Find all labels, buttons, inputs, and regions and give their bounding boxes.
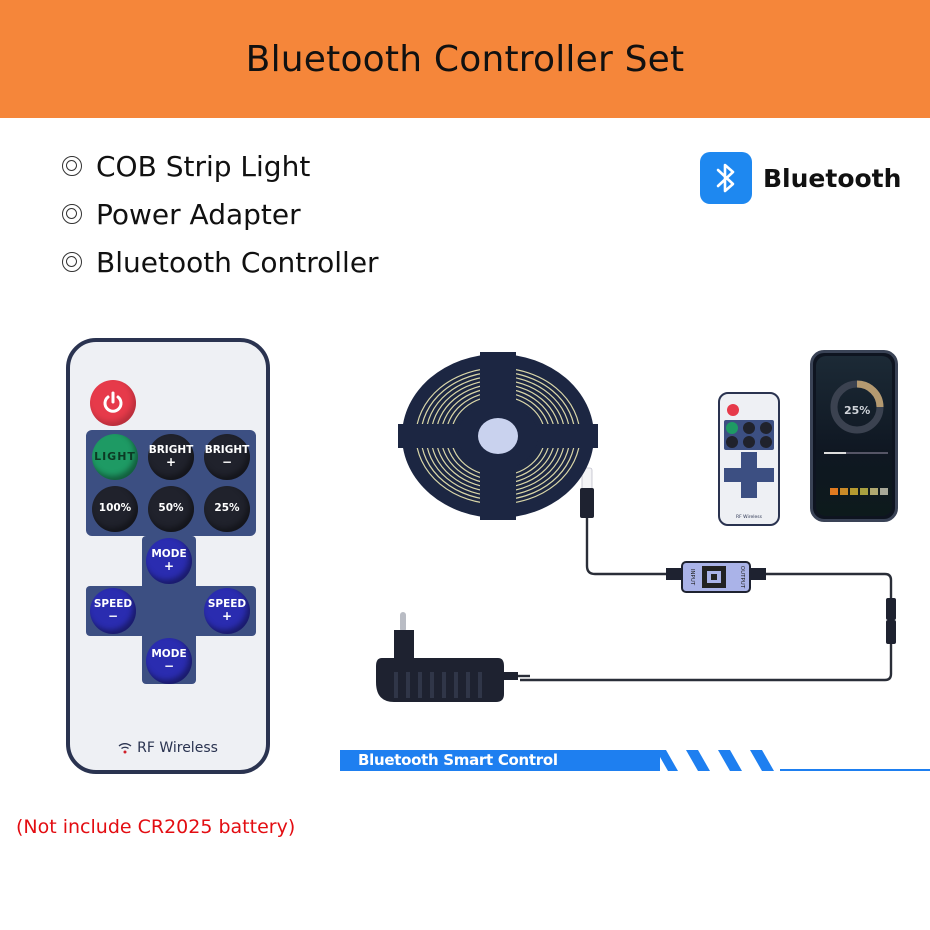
list-item: COB Strip Light [62, 142, 379, 190]
stripe-decoration [656, 750, 774, 771]
controller-input-label: INPUT [689, 569, 695, 586]
power-adapter [376, 612, 530, 702]
mode-minus-button[interactable]: MODE− [146, 638, 192, 684]
battery-note: (Not include CR2025 battery) [16, 816, 296, 838]
brightness-percent: 25% [844, 404, 871, 417]
product-scene: INPUT OUTPUT [340, 340, 930, 780]
double-circle-bullet-icon [62, 252, 82, 272]
controller-output-label: OUTPUT [739, 566, 745, 589]
list-item: Power Adapter [62, 190, 379, 238]
bluetooth-smart-control-banner: Bluetooth Smart Control [340, 750, 930, 772]
brightness-100-button[interactable]: 100% [92, 486, 138, 532]
speed-minus-button[interactable]: SPEED− [90, 588, 136, 634]
bright-plus-button[interactable]: BRIGHT+ [148, 434, 194, 480]
phone-app-image: 25% [810, 350, 898, 522]
power-button[interactable] [90, 380, 136, 426]
bluetooth-badge: Bluetooth [700, 152, 901, 204]
cob-strip-reel [398, 352, 598, 520]
double-circle-bullet-icon [62, 204, 82, 224]
list-item-label: Bluetooth Controller [96, 245, 379, 279]
cable-wiring: INPUT OUTPUT [520, 467, 896, 682]
bluetooth-label: Bluetooth [763, 163, 902, 193]
rf-remote-control: LIGHT BRIGHT+ BRIGHT− 100% 50% 25% MODE+… [66, 338, 270, 774]
mode-plus-button[interactable]: MODE+ [146, 538, 192, 584]
list-item-label: COB Strip Light [96, 149, 311, 183]
list-item: Bluetooth Controller [62, 238, 379, 286]
bluetooth-icon [700, 152, 752, 204]
package-contents-list: COB Strip Light Power Adapter Bluetooth … [62, 142, 379, 286]
brightness-50-button[interactable]: 50% [148, 486, 194, 532]
double-circle-bullet-icon [62, 156, 82, 176]
power-icon [103, 391, 123, 413]
list-item-label: Power Adapter [96, 197, 301, 231]
brightness-25-button[interactable]: 25% [204, 486, 250, 532]
rf-wireless-brand: RF Wireless [70, 740, 266, 756]
page-title: Bluetooth Controller Set [245, 38, 685, 80]
header-banner: Bluetooth Controller Set [0, 0, 930, 118]
wireless-signal-icon [118, 743, 132, 754]
speed-plus-button[interactable]: SPEED+ [204, 588, 250, 634]
bright-minus-button[interactable]: BRIGHT− [204, 434, 250, 480]
light-button[interactable]: LIGHT [92, 434, 138, 480]
mini-remote-image: RF Wireless [718, 392, 780, 526]
